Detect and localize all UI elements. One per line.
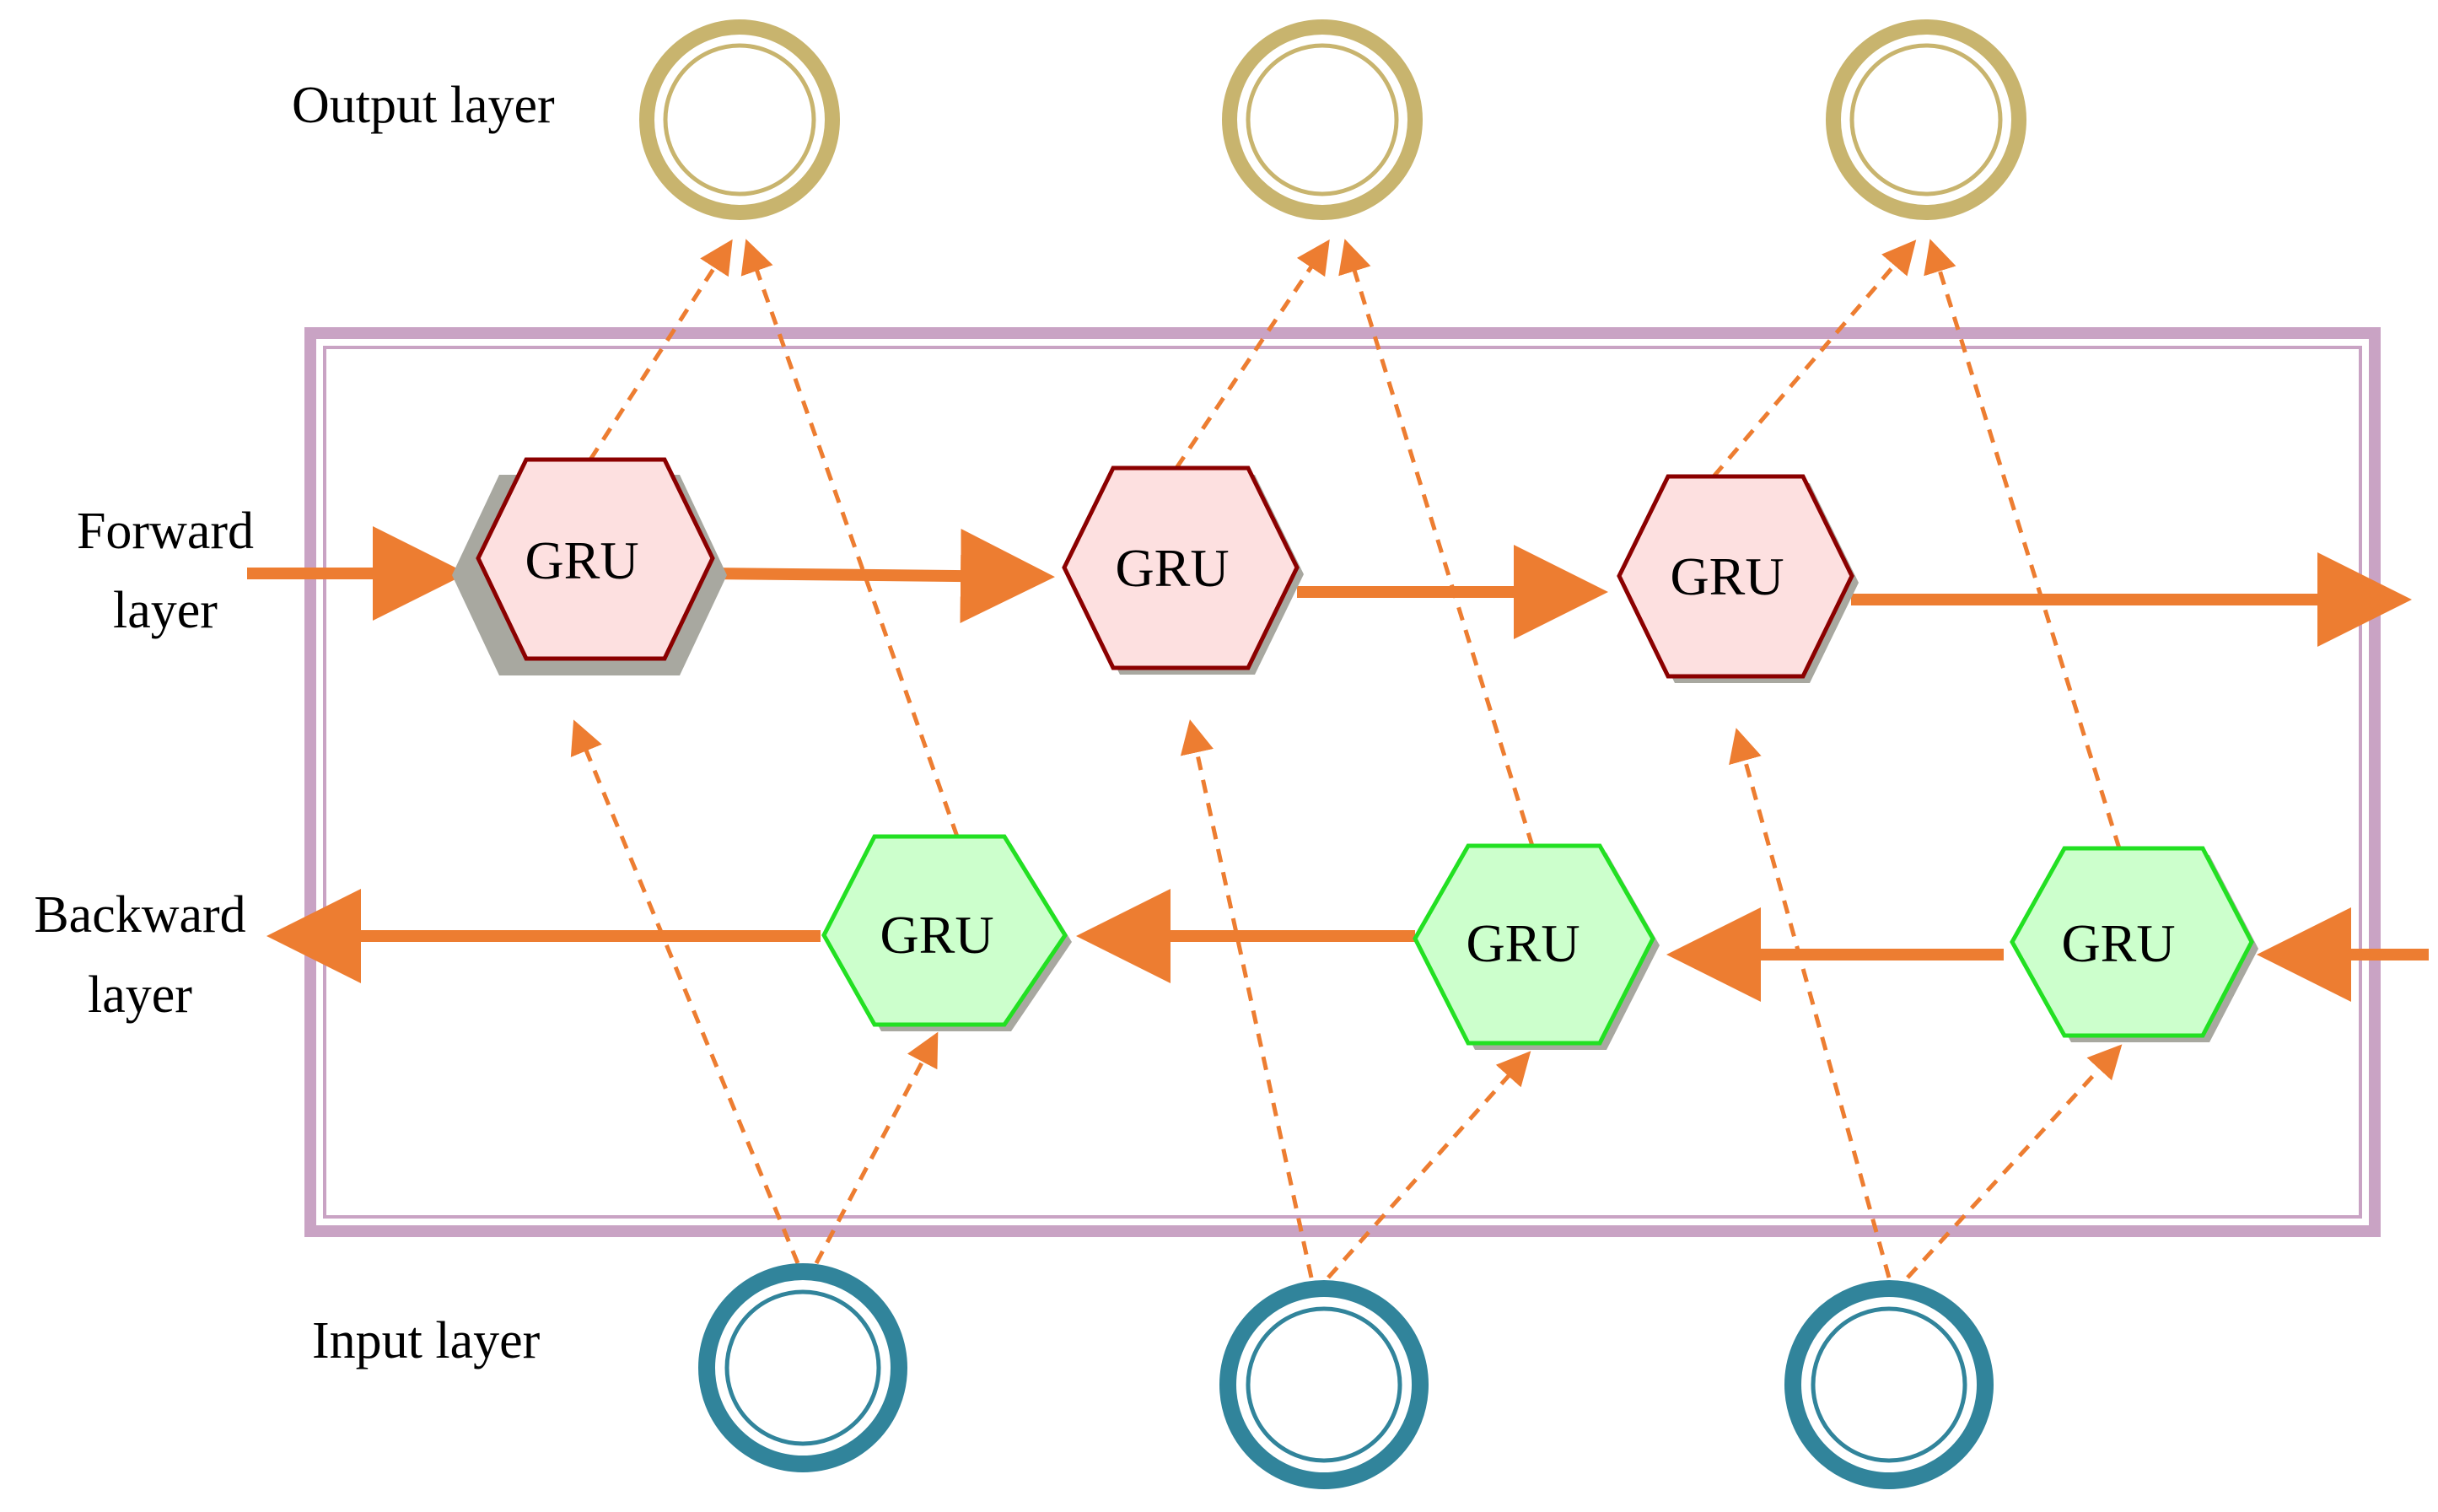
forward-layer-label-line1: Forward bbox=[77, 503, 254, 560]
input-node bbox=[1219, 1280, 1429, 1489]
forward-gru-unit: GRU bbox=[1617, 474, 1859, 683]
forward-flow-arrows bbox=[247, 526, 2412, 647]
output-node bbox=[1826, 19, 2026, 220]
input-to-forward-links bbox=[570, 719, 1892, 1278]
output-node bbox=[639, 19, 840, 220]
bidirectional-frame bbox=[304, 327, 2381, 1237]
forward-to-output-links bbox=[588, 239, 1917, 478]
backward-layer-label-line1: Backward bbox=[34, 886, 245, 944]
forward-gru-label: GRU bbox=[1115, 538, 1229, 598]
output-layer-label: Output layer bbox=[292, 77, 555, 134]
backward-gru-unit: GRU bbox=[821, 834, 1072, 1031]
input-to-backward-links bbox=[814, 1031, 2123, 1279]
backward-layer-label-line2: layer bbox=[88, 966, 192, 1024]
input-layer bbox=[698, 1263, 1994, 1489]
backward-gru-label: GRU bbox=[2061, 913, 2175, 973]
forward-layer: GRU GRU GRU bbox=[452, 457, 1859, 683]
backward-to-output-links bbox=[740, 239, 2122, 849]
input-node bbox=[1784, 1280, 1994, 1489]
backward-gru-unit: GRU bbox=[1413, 843, 1660, 1050]
backward-gru-label: GRU bbox=[880, 905, 993, 965]
forward-gru-label: GRU bbox=[525, 530, 638, 590]
forward-gru-label: GRU bbox=[1670, 546, 1784, 606]
backward-layer: GRU GRU GRU bbox=[821, 834, 2258, 1050]
forward-layer-label-line2: layer bbox=[113, 582, 218, 639]
backward-gru-label: GRU bbox=[1466, 913, 1580, 973]
input-layer-label: Input layer bbox=[312, 1312, 541, 1369]
input-node bbox=[698, 1263, 907, 1472]
backward-gru-unit: GRU bbox=[2010, 846, 2258, 1042]
output-layer bbox=[639, 19, 2026, 220]
layer-labels: Output layer Forward layer Backward laye… bbox=[34, 77, 555, 1369]
backward-flow-arrows bbox=[266, 889, 2429, 1002]
forward-gru-unit: GRU bbox=[452, 457, 727, 675]
output-node bbox=[1222, 19, 1423, 220]
forward-gru-unit: GRU bbox=[1062, 465, 1304, 675]
